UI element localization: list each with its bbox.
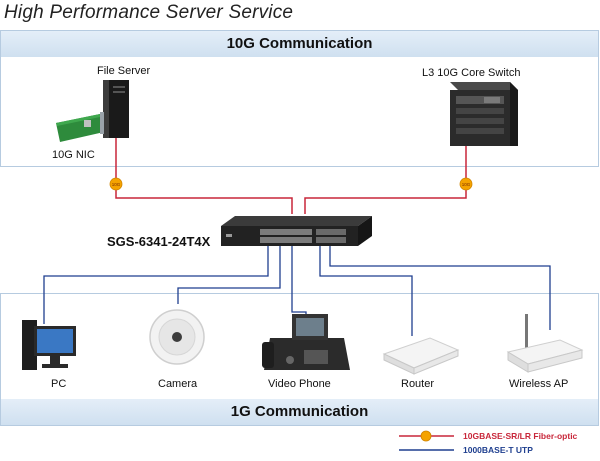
- router-label: Router: [401, 378, 435, 390]
- utp-links: [43, 245, 551, 336]
- bottom-zone-header: 1G Communication: [1, 399, 598, 425]
- video-phone-icon: [262, 314, 350, 370]
- camera-label: Camera: [158, 378, 198, 390]
- utp-link-router: [319, 245, 413, 336]
- switch-model-label: SGS-6341-24T4X: [107, 234, 211, 249]
- fiber-link-core-switch: [304, 146, 467, 214]
- fiber-link-file-server: [115, 138, 293, 214]
- page-title: High Performance Server Service: [4, 2, 294, 23]
- core-switch-label: L3 10G Core Switch: [422, 67, 521, 79]
- wireless-ap-icon: [506, 314, 584, 373]
- pc-icon: [22, 320, 76, 370]
- fiber-links: [115, 138, 467, 214]
- svg-text:10G: 10G: [112, 182, 121, 187]
- video-phone-label: Video Phone: [268, 378, 331, 390]
- file-server-icon: [103, 80, 129, 138]
- wireless-ap-label: Wireless AP: [509, 378, 569, 390]
- router-icon: [382, 337, 460, 375]
- utp-link-ap: [329, 245, 551, 330]
- file-server-label: File Server: [97, 65, 151, 77]
- fiber-badge-left: 10G: [109, 177, 123, 191]
- svg-text:10G: 10G: [462, 182, 471, 187]
- legend-fiber-label: 10GBASE-SR/LR Fiber-optic: [463, 431, 578, 441]
- nic-label: 10G NIC: [52, 149, 95, 161]
- pc-label: PC: [51, 378, 67, 390]
- legend-fiber-line: [399, 430, 454, 442]
- nic-card-icon: [56, 112, 104, 142]
- camera-icon: [149, 309, 205, 365]
- utp-link-video-phone: [291, 245, 307, 320]
- utp-link-pc: [43, 245, 269, 324]
- sgs-switch-icon: [221, 216, 372, 246]
- utp-link-camera: [177, 245, 281, 304]
- legend-utp-label: 1000BASE-T UTP: [463, 445, 533, 455]
- core-switch-icon: [450, 82, 518, 146]
- top-zone-header: 10G Communication: [1, 31, 598, 57]
- fiber-badge-right: 10G: [459, 177, 473, 191]
